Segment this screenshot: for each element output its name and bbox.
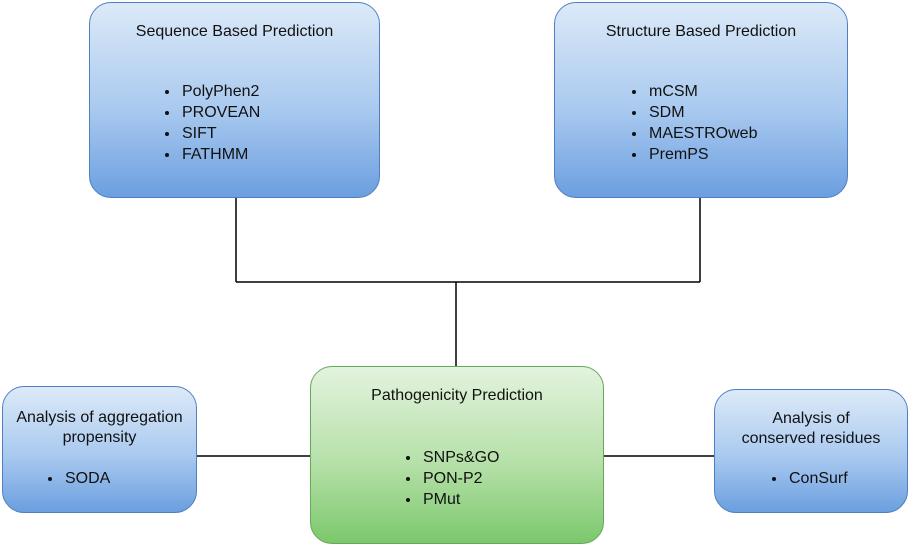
list-item: mCSM bbox=[647, 81, 757, 102]
list-item: SODA bbox=[63, 468, 110, 489]
aggregation-title-line-1: Analysis of aggregation bbox=[16, 409, 183, 426]
list-item: SNPs&GO bbox=[421, 447, 499, 468]
pathogenicity-prediction-box: Pathogenicity Prediction SNPs&GO PON-P2 … bbox=[310, 366, 604, 544]
aggregation-tool-list: SODA bbox=[39, 468, 110, 489]
list-item: SIFT bbox=[180, 123, 260, 144]
conserved-title-line-1: Analysis of bbox=[772, 410, 850, 427]
pathogenicity-box-title: Pathogenicity Prediction bbox=[371, 387, 543, 404]
list-item: PremPS bbox=[647, 144, 757, 165]
conserved-tool-list: ConSurf bbox=[763, 468, 848, 489]
list-item: FATHMM bbox=[180, 144, 260, 165]
structure-tool-list: mCSM SDM MAESTROweb PremPS bbox=[623, 81, 757, 165]
sequence-tool-list: PolyPhen2 PROVEAN SIFT FATHMM bbox=[156, 81, 260, 165]
sequence-based-prediction-box: Sequence Based Prediction PolyPhen2 PROV… bbox=[89, 2, 380, 198]
list-item: PROVEAN bbox=[180, 102, 260, 123]
list-item: MAESTROweb bbox=[647, 123, 757, 144]
conserved-box-title: Analysis of conserved residues bbox=[715, 409, 907, 449]
list-item: ConSurf bbox=[787, 468, 848, 489]
conserved-title-line-2: conserved residues bbox=[741, 430, 881, 447]
aggregation-propensity-box: Analysis of aggregation propensity SODA bbox=[2, 386, 197, 513]
pathogenicity-tool-list: SNPs&GO PON-P2 PMut bbox=[397, 447, 499, 510]
list-item: PON-P2 bbox=[421, 468, 499, 489]
aggregation-title-line-2: propensity bbox=[62, 429, 137, 446]
list-item: PolyPhen2 bbox=[180, 81, 260, 102]
conserved-residues-box: Analysis of conserved residues ConSurf bbox=[714, 389, 908, 513]
list-item: SDM bbox=[647, 102, 757, 123]
sequence-box-title: Sequence Based Prediction bbox=[135, 23, 334, 40]
list-item: PMut bbox=[421, 489, 499, 510]
structure-based-prediction-box: Structure Based Prediction mCSM SDM MAES… bbox=[554, 2, 848, 198]
aggregation-box-title: Analysis of aggregation propensity bbox=[3, 408, 196, 448]
structure-box-title: Structure Based Prediction bbox=[605, 23, 797, 40]
